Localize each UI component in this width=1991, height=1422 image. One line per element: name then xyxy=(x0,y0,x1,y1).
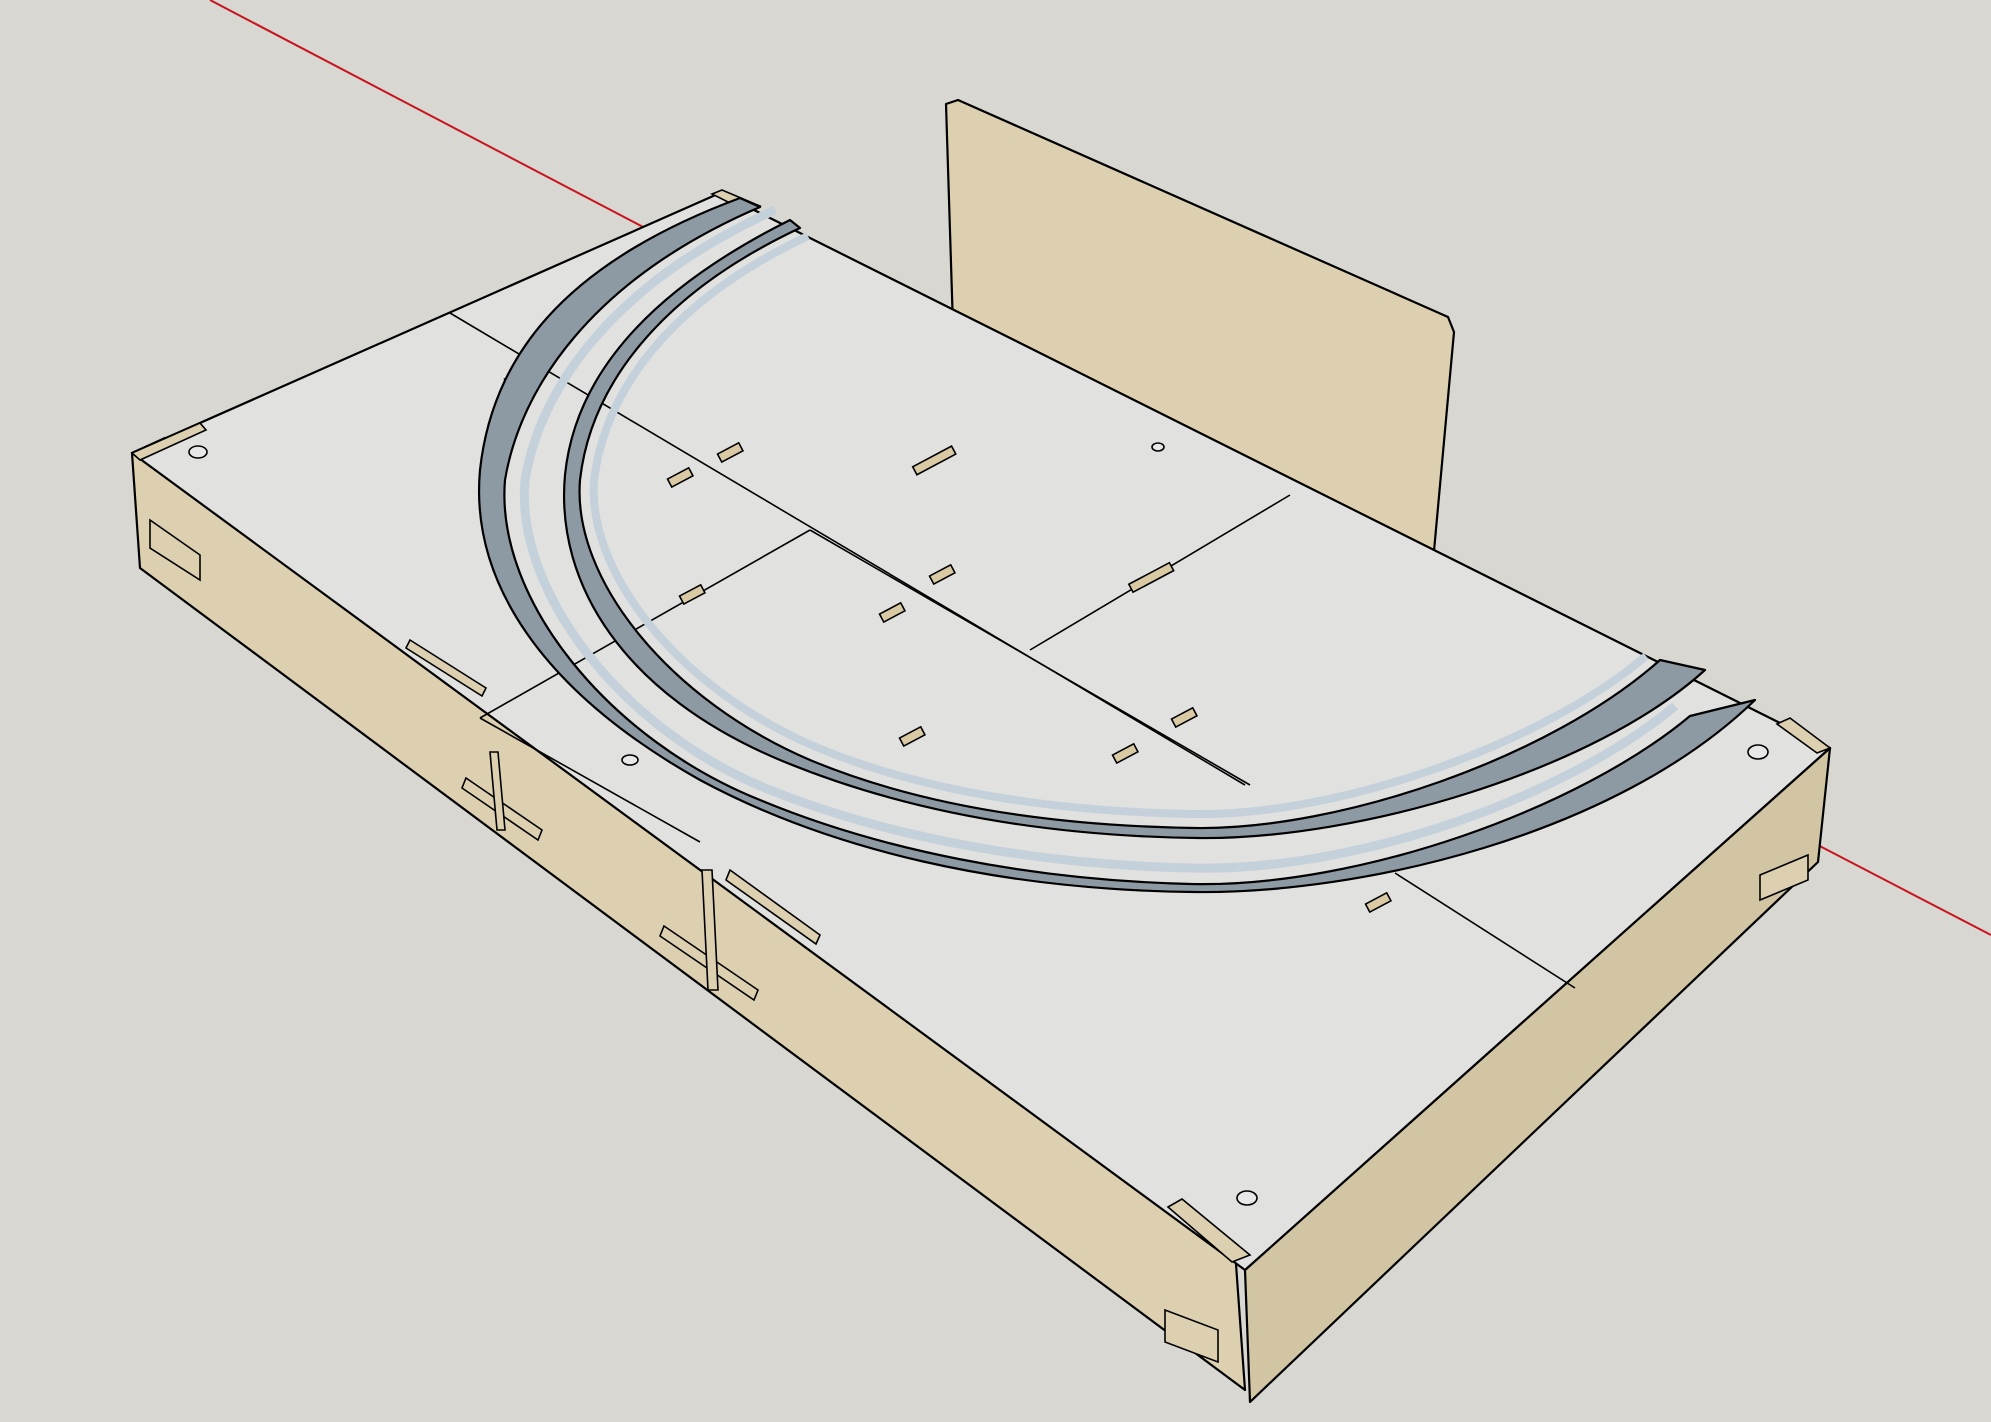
board-holes xyxy=(188,214,1769,1206)
side-mortises xyxy=(404,638,821,1002)
curved-track-inner[interactable] xyxy=(563,218,1707,840)
curved-track-outer[interactable] xyxy=(478,196,1757,894)
red-axis-line xyxy=(209,0,1991,936)
layout-base-box[interactable] xyxy=(130,189,1832,1404)
corner-joints xyxy=(130,189,1832,1364)
